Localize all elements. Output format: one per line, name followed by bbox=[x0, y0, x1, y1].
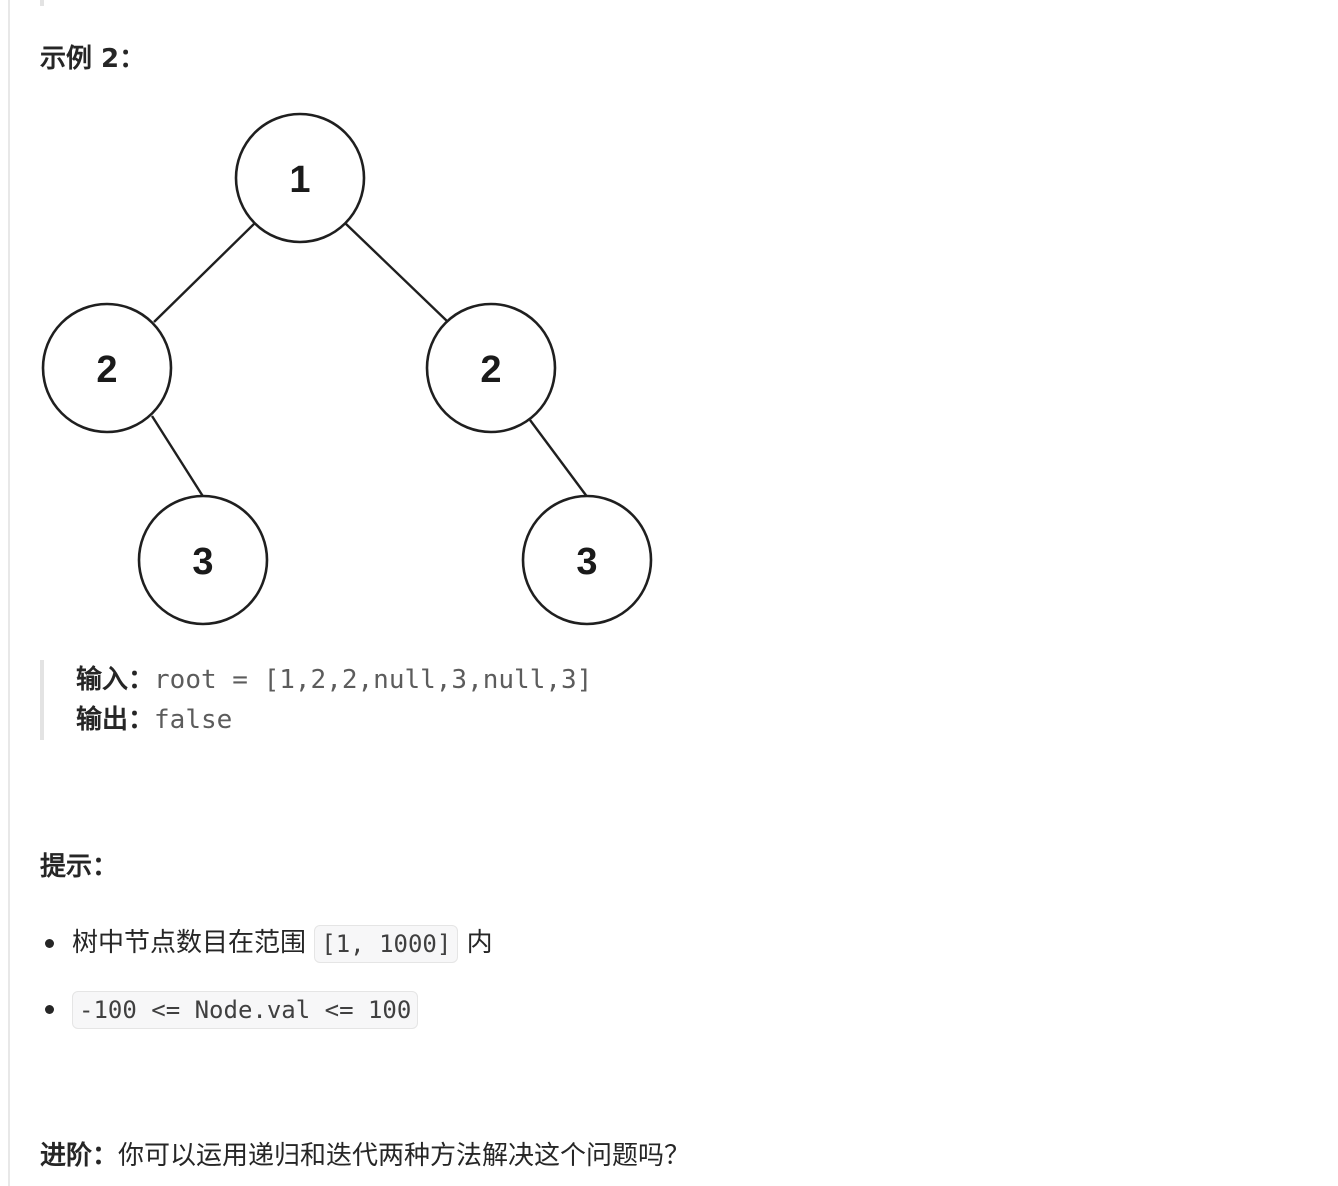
followup-label: 进阶： bbox=[40, 1141, 119, 1171]
binary-tree-diagram: 1 2 2 3 3 bbox=[40, 110, 660, 630]
previous-example-block-tail bbox=[40, 0, 44, 6]
example-output-label: 输出： bbox=[76, 705, 155, 735]
hint-item-node-count: 树中节点数目在范围 [1, 1000] 内 bbox=[40, 920, 493, 966]
hints-heading: 提示： bbox=[40, 852, 119, 882]
tree-node-right bbox=[425, 302, 557, 434]
tree-node-right-right-label: 3 bbox=[576, 541, 597, 583]
example-output-value: false bbox=[154, 705, 233, 735]
edge-root-right bbox=[344, 222, 449, 323]
page-left-border bbox=[8, 0, 10, 1186]
example-input-value: root = [1,2,2,null,3,null,3] bbox=[154, 665, 593, 695]
tree-node-left-right bbox=[137, 494, 269, 626]
tree-node-root-label: 1 bbox=[289, 159, 310, 201]
hint-node-count-range-code: [1, 1000] bbox=[314, 924, 459, 963]
hint-item-node-count-suffix: 内 bbox=[466, 928, 493, 958]
example-2-io-block: 输入：root = [1,2,2,null,3,null,3] 输出：false bbox=[40, 660, 660, 740]
followup-text: 你可以运用递归和迭代两种方法解决这个问题吗？ bbox=[118, 1141, 691, 1171]
example-2-heading: 示例 2： bbox=[40, 44, 146, 74]
followup-line: 进阶：你可以运用递归和迭代两种方法解决这个问题吗？ bbox=[40, 1138, 690, 1174]
binary-tree-svg: 1 2 2 3 3 bbox=[41, 112, 653, 626]
edge-left-leftright bbox=[150, 415, 206, 499]
tree-node-right-right bbox=[521, 494, 653, 626]
example-output-line: 输出：false bbox=[76, 700, 660, 740]
example-input-line: 输入：root = [1,2,2,null,3,null,3] bbox=[76, 660, 660, 700]
tree-node-right-label: 2 bbox=[480, 349, 501, 391]
hints-list: 树中节点数目在范围 [1, 1000] 内 -100 <= Node.val <… bbox=[40, 920, 493, 1032]
example-input-label: 输入： bbox=[76, 665, 155, 695]
tree-node-root bbox=[234, 112, 366, 244]
hint-value-range-code: -100 <= Node.val <= 100 bbox=[72, 990, 419, 1029]
edge-root-left bbox=[153, 222, 256, 323]
hint-item-value-range: -100 <= Node.val <= 100 bbox=[40, 986, 493, 1032]
hint-item-node-count-prefix: 树中节点数目在范围 bbox=[72, 928, 307, 958]
tree-node-left bbox=[41, 302, 173, 434]
edge-right-rightright bbox=[529, 419, 589, 499]
tree-node-left-right-label: 3 bbox=[192, 541, 213, 583]
tree-node-left-label: 2 bbox=[96, 349, 117, 391]
